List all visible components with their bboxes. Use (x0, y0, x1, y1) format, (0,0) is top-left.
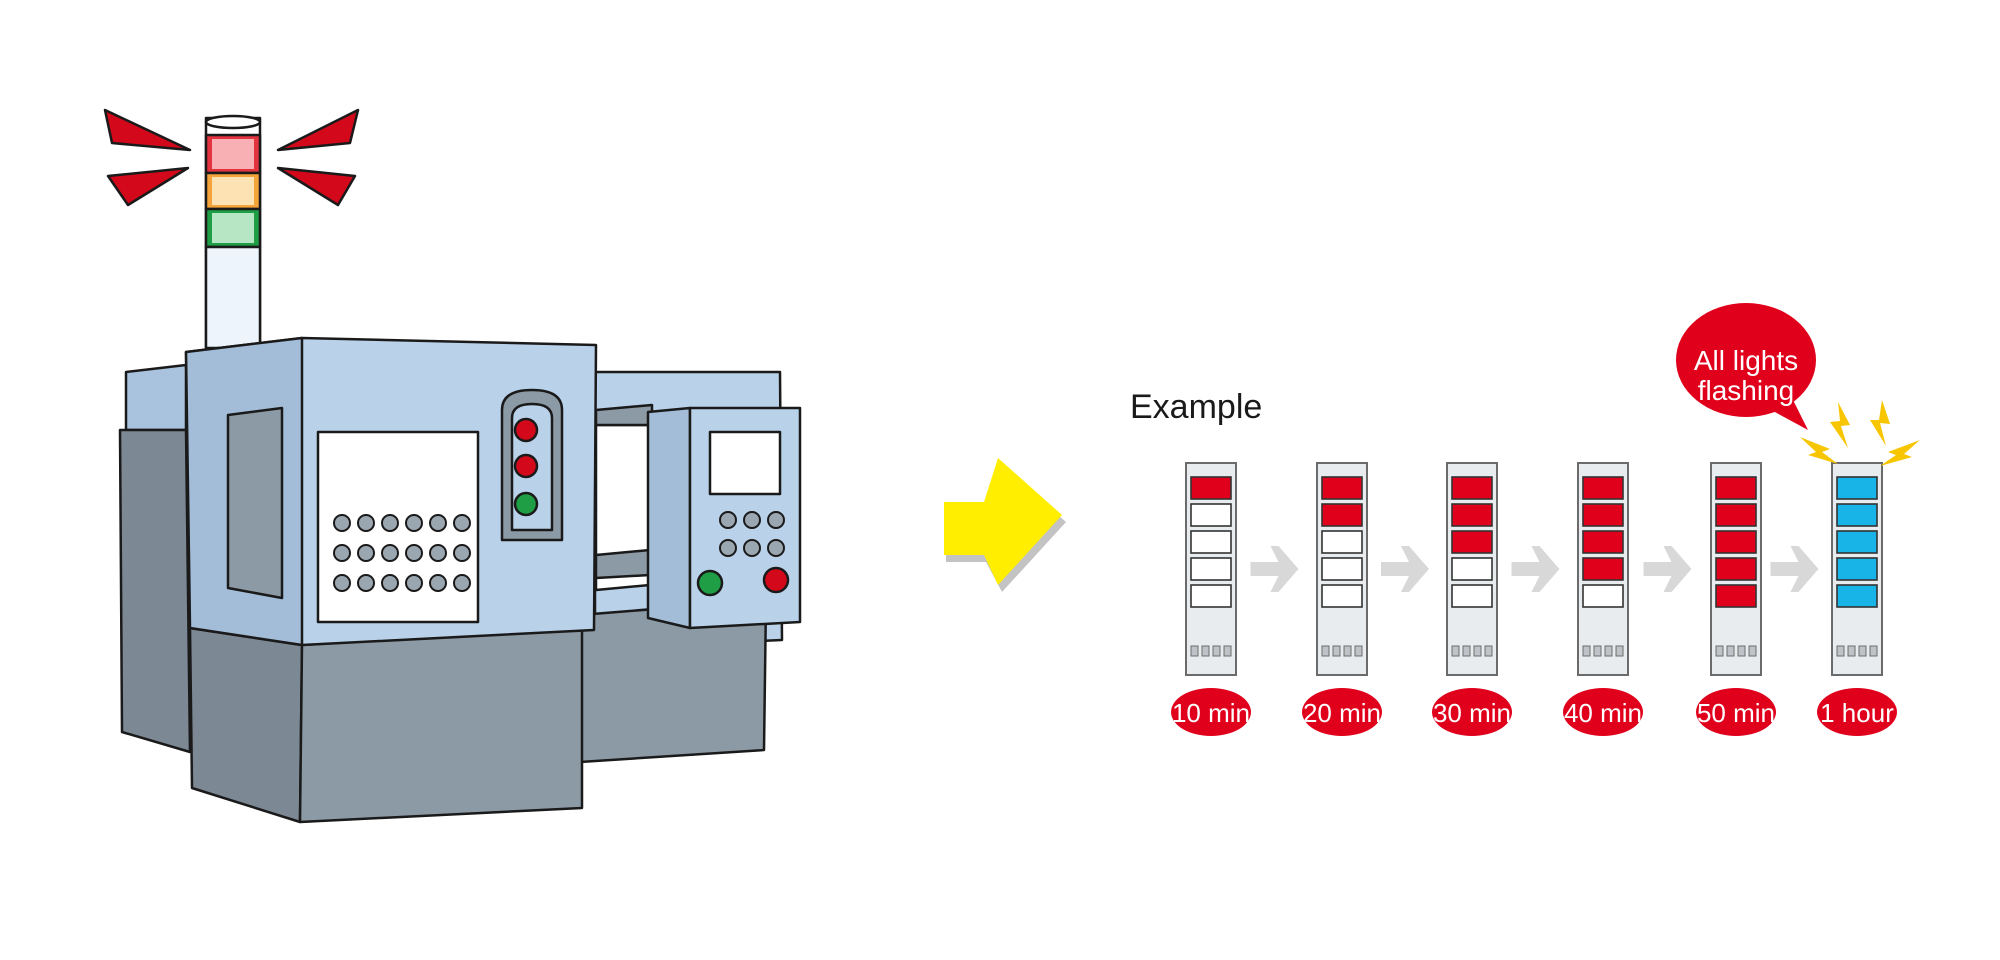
time-badge (1817, 688, 1897, 736)
light-segment (1582, 584, 1624, 608)
progress-arrow-icon (1511, 546, 1560, 592)
time-badge (1696, 688, 1776, 736)
light-segment (1190, 557, 1232, 581)
light-segment (1836, 476, 1878, 500)
time-label: 40 min (1564, 698, 1642, 728)
stacklight-tower (1185, 462, 1237, 676)
stacklight-tower (1710, 462, 1762, 676)
light-segment (1321, 476, 1363, 500)
light-segment (1582, 557, 1624, 581)
light-segment (1836, 557, 1878, 581)
light-segment (1582, 503, 1624, 527)
time-label: 20 min (1303, 698, 1381, 728)
stacklight-tower (1831, 462, 1883, 676)
light-segment (1715, 503, 1757, 527)
light-segment (1321, 530, 1363, 554)
indicator-lamps-icon (500, 388, 564, 542)
progress-arrow-icon (1381, 546, 1429, 592)
flash-sparks-icon (1800, 400, 1920, 466)
progress-arrow-icon (1250, 546, 1299, 592)
signal-tower-icon (204, 114, 262, 350)
time-label: 30 min (1433, 698, 1511, 728)
progress-arrow-icon (1770, 546, 1819, 592)
light-segment (1836, 503, 1878, 527)
light-segment (1715, 476, 1757, 500)
callout-line1: All lights (1694, 345, 1798, 376)
flash-rays-icon (103, 108, 360, 207)
stacklight-tower (1446, 462, 1498, 676)
control-buttons (333, 514, 471, 592)
light-segment (1321, 557, 1363, 581)
light-segment (1190, 530, 1232, 554)
time-label: 50 min (1697, 698, 1775, 728)
light-segment (1451, 584, 1493, 608)
light-segment (1836, 584, 1878, 608)
light-segment (1190, 503, 1232, 527)
yellow-arrow-icon (944, 458, 1066, 592)
light-segment (1451, 503, 1493, 527)
time-badge (1432, 688, 1512, 736)
time-label: 10 min (1172, 698, 1250, 728)
light-segment (1190, 584, 1232, 608)
light-segment (1451, 476, 1493, 500)
light-segment (1321, 503, 1363, 527)
light-segment (1715, 557, 1757, 581)
light-segment (1715, 530, 1757, 554)
time-badge (1302, 688, 1382, 736)
light-segment (1582, 476, 1624, 500)
time-badge (1563, 688, 1643, 736)
progress-arrow-icon (1643, 546, 1692, 592)
light-segment (1451, 530, 1493, 554)
light-segment (1321, 584, 1363, 608)
light-segment (1451, 557, 1493, 581)
stacklight-sequence: 10 min 20 min 30 min 40 min 50 min 1 hour (1171, 462, 1897, 736)
light-segment (1836, 530, 1878, 554)
time-badge (1171, 688, 1251, 736)
light-segment (1715, 584, 1757, 608)
callout-line2: flashing (1698, 375, 1795, 406)
example-label: Example (1130, 388, 1262, 426)
stacklight-tower (1577, 462, 1629, 676)
stacklight-tower (1316, 462, 1368, 676)
callout-bubble: All lights flashing (1676, 303, 1816, 430)
light-segment (1582, 530, 1624, 554)
light-segment (1190, 476, 1232, 500)
time-label: 1 hour (1820, 698, 1894, 728)
machine-illustration (103, 108, 802, 824)
